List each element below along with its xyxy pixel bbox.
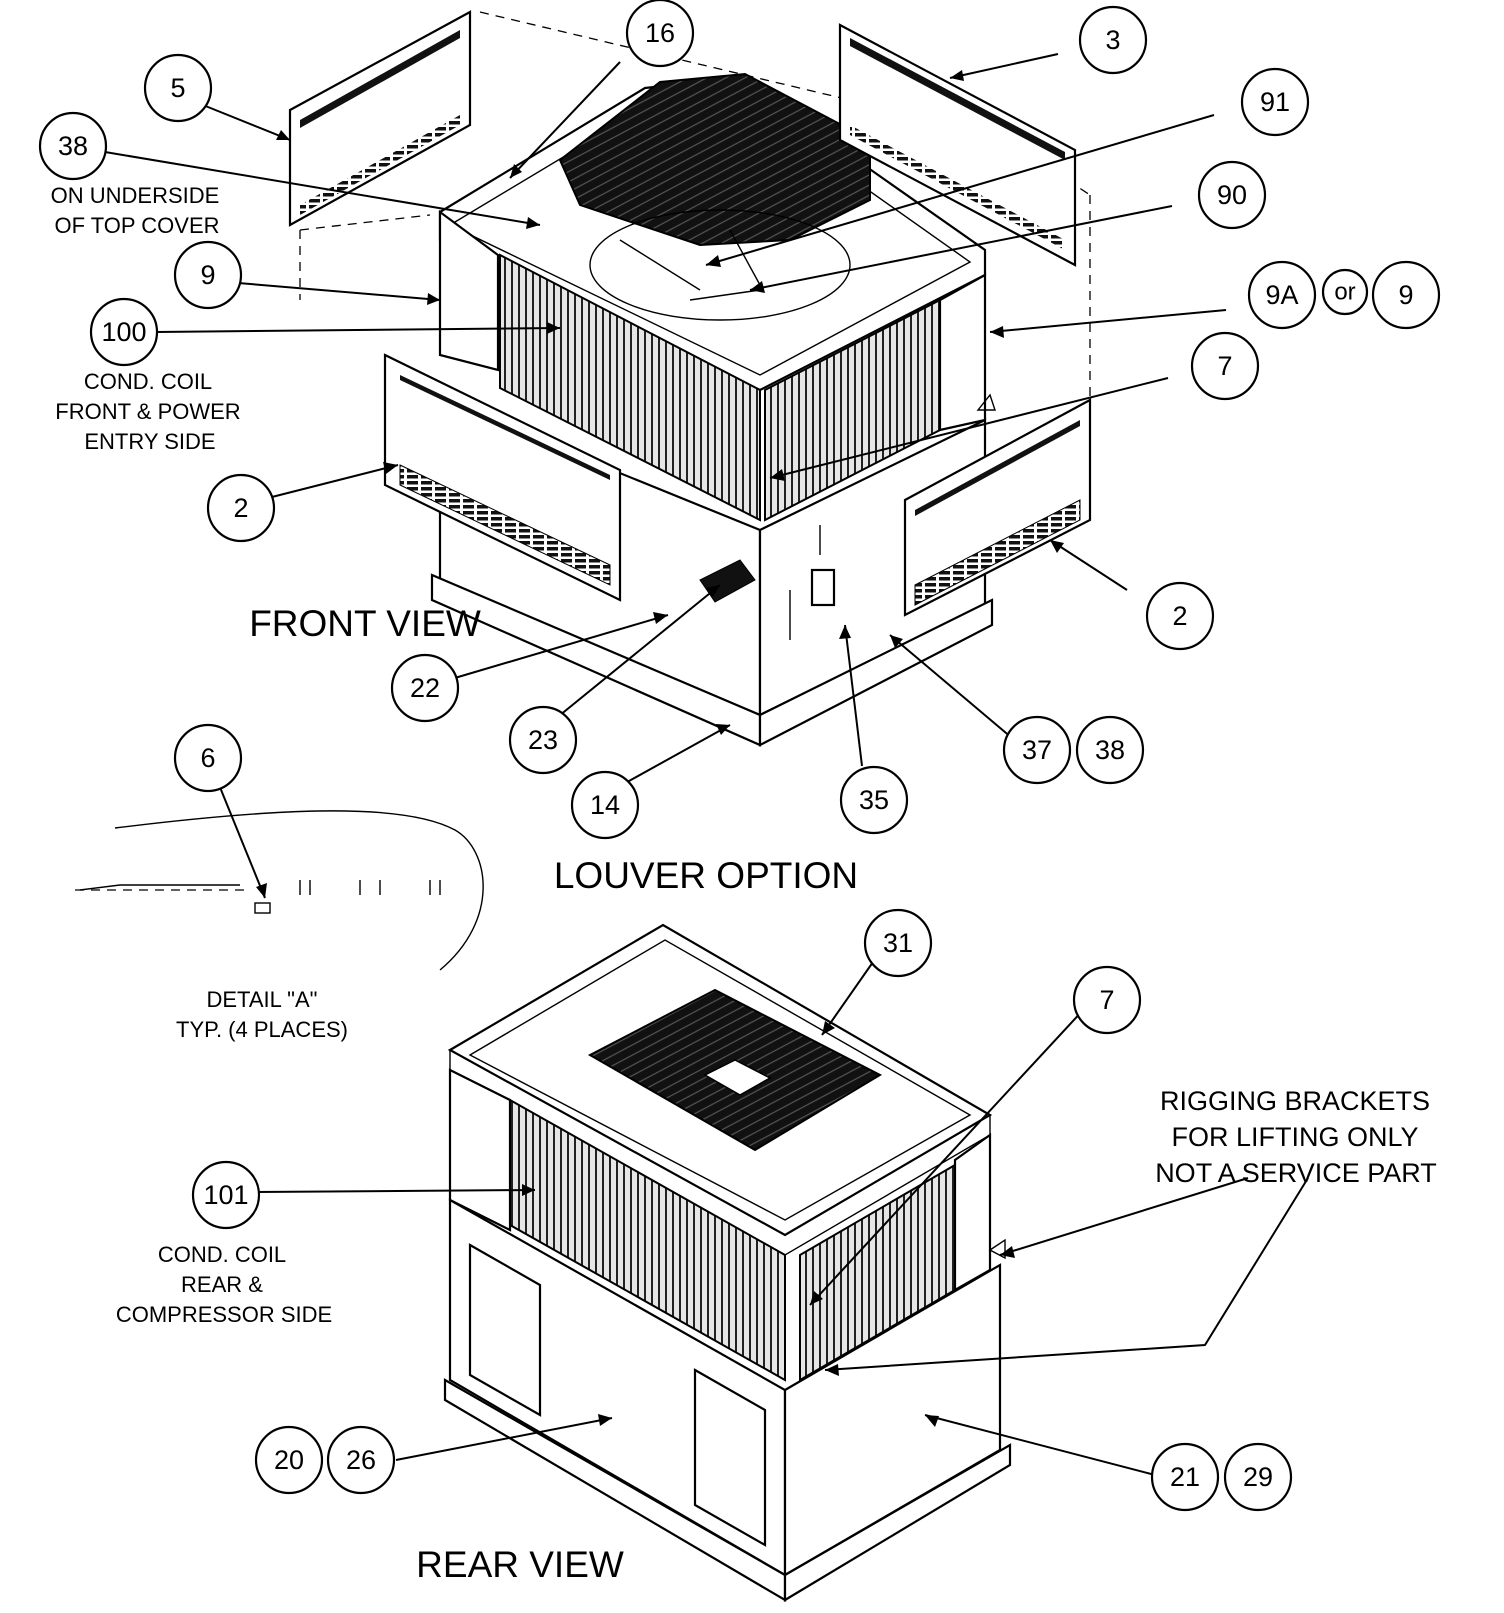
svg-text:90: 90 bbox=[1217, 180, 1247, 210]
note-100-line3: ENTRY SIDE bbox=[84, 429, 215, 454]
callout-9-left: 9 bbox=[173, 240, 243, 310]
rear-panel-3 bbox=[838, 23, 1077, 267]
duct-opening-1 bbox=[468, 1243, 542, 1417]
callout-22: 22 bbox=[390, 653, 460, 723]
callout-29: 29 bbox=[1223, 1442, 1293, 1512]
rigging-note-line2: FOR LIFTING ONLY bbox=[1171, 1122, 1418, 1152]
callout-2-right: 2 bbox=[1145, 581, 1215, 651]
note-100-line1: COND. COIL bbox=[84, 369, 212, 394]
svg-text:22: 22 bbox=[410, 673, 440, 703]
svg-text:2: 2 bbox=[233, 493, 248, 523]
callout-100: 100 bbox=[89, 297, 159, 367]
svg-text:5: 5 bbox=[170, 73, 185, 103]
callout-14: 14 bbox=[570, 770, 640, 840]
callout-101: 101 bbox=[191, 1160, 261, 1230]
callout-90: 90 bbox=[1197, 160, 1267, 230]
callout-21: 21 bbox=[1150, 1442, 1220, 1512]
callout-or: or bbox=[1321, 268, 1369, 316]
svg-text:9: 9 bbox=[200, 260, 215, 290]
callout-9-right: 9 bbox=[1371, 260, 1441, 330]
svg-text:37: 37 bbox=[1022, 735, 1052, 765]
svg-text:31: 31 bbox=[883, 928, 913, 958]
svg-text:23: 23 bbox=[528, 725, 558, 755]
callout-35: 35 bbox=[839, 765, 909, 835]
rear-view-unit bbox=[443, 923, 1012, 1602]
callout-23: 23 bbox=[508, 705, 578, 775]
svg-text:21: 21 bbox=[1170, 1462, 1200, 1492]
note-100-line2: FRONT & POWER bbox=[55, 399, 240, 424]
callout-7-front: 7 bbox=[1190, 331, 1260, 401]
svg-text:26: 26 bbox=[346, 1445, 376, 1475]
callout-38-top: 38 bbox=[38, 111, 108, 181]
fan-grille bbox=[558, 72, 871, 247]
svg-text:or: or bbox=[1334, 279, 1355, 306]
detail-a-line2: TYP. (4 PLACES) bbox=[176, 1017, 348, 1042]
access-panel-left bbox=[383, 353, 622, 602]
callout-37: 37 bbox=[1002, 715, 1072, 785]
callout-3: 3 bbox=[1078, 5, 1148, 75]
svg-text:14: 14 bbox=[590, 790, 620, 820]
svg-text:20: 20 bbox=[274, 1445, 304, 1475]
rear-view-title: REAR VIEW bbox=[416, 1544, 624, 1585]
callout-2-left: 2 bbox=[206, 473, 276, 543]
svg-text:9: 9 bbox=[1398, 280, 1413, 310]
callout-20: 20 bbox=[254, 1425, 324, 1495]
front-view-title: FRONT VIEW bbox=[249, 603, 481, 644]
rigging-note-line3: NOT A SERVICE PART bbox=[1155, 1158, 1437, 1188]
detail-a bbox=[75, 810, 484, 971]
note-101-line3: COMPRESSOR SIDE bbox=[116, 1302, 332, 1327]
access-panel-right bbox=[903, 398, 1092, 617]
svg-text:38: 38 bbox=[1095, 735, 1125, 765]
front-view-unit bbox=[288, 10, 1092, 747]
callout-26: 26 bbox=[326, 1425, 396, 1495]
svg-text:16: 16 bbox=[645, 18, 675, 48]
note-101-line1: COND. COIL bbox=[158, 1242, 286, 1267]
callout-5: 5 bbox=[143, 53, 213, 123]
svg-text:101: 101 bbox=[203, 1180, 248, 1210]
callout-91: 91 bbox=[1240, 67, 1310, 137]
note-101-line2: REAR & bbox=[181, 1272, 263, 1297]
svg-text:38: 38 bbox=[58, 131, 88, 161]
detail-a-line1: DETAIL "A" bbox=[207, 987, 318, 1012]
callout-16: 16 bbox=[625, 0, 695, 68]
svg-text:7: 7 bbox=[1099, 985, 1114, 1015]
side-panel-5 bbox=[288, 10, 472, 227]
cond-coil-front bbox=[499, 253, 761, 522]
note-38-line2: OF TOP COVER bbox=[54, 213, 219, 238]
svg-text:35: 35 bbox=[859, 785, 889, 815]
callout-6: 6 bbox=[173, 723, 243, 793]
duct-opening-2 bbox=[693, 1368, 767, 1547]
callout-31: 31 bbox=[863, 908, 933, 978]
svg-text:3: 3 bbox=[1105, 25, 1120, 55]
rigging-note-line1: RIGGING BRACKETS bbox=[1160, 1086, 1430, 1116]
svg-text:2: 2 bbox=[1172, 601, 1187, 631]
svg-text:7: 7 bbox=[1217, 351, 1232, 381]
note-38-line1: ON UNDERSIDE bbox=[51, 183, 220, 208]
svg-text:9A: 9A bbox=[1265, 280, 1298, 310]
svg-text:100: 100 bbox=[101, 317, 146, 347]
leader-lines bbox=[104, 53, 1309, 1476]
callout-9A: 9A bbox=[1247, 260, 1317, 330]
louver-option-title: LOUVER OPTION bbox=[554, 855, 858, 896]
callout-7-rear: 7 bbox=[1072, 965, 1142, 1035]
svg-text:6: 6 bbox=[200, 743, 215, 773]
svg-text:29: 29 bbox=[1243, 1462, 1273, 1492]
callout-38-side: 38 bbox=[1075, 715, 1145, 785]
svg-text:91: 91 bbox=[1260, 87, 1290, 117]
